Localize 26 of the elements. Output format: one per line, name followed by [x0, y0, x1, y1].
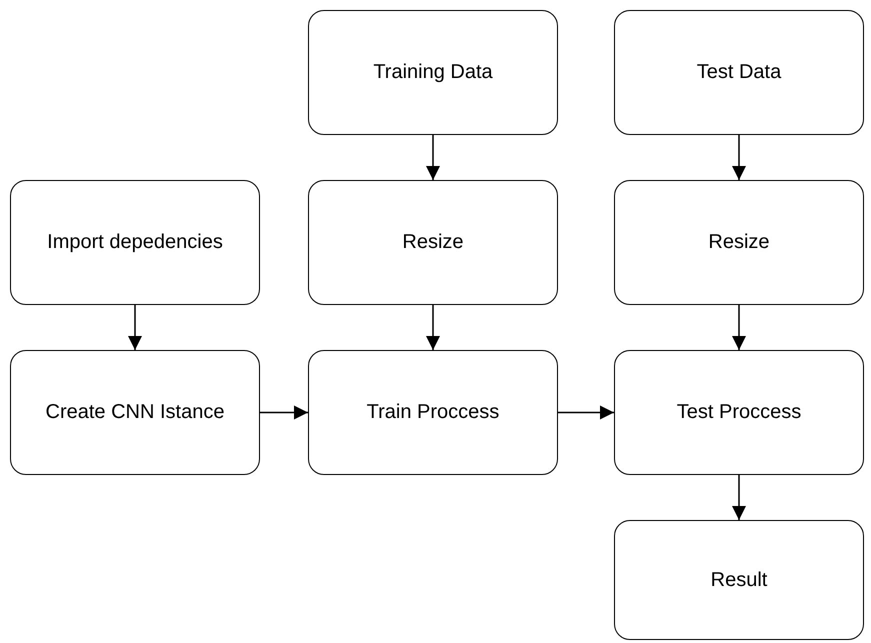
box-label: Resize — [401, 231, 465, 254]
box-label: Test Data — [696, 61, 782, 84]
box-label: Result — [710, 568, 768, 592]
process-box — [10, 350, 260, 475]
arrow — [732, 475, 746, 520]
process-box — [614, 520, 864, 640]
process-box — [308, 180, 558, 305]
process-box — [308, 350, 558, 475]
process-box — [10, 180, 260, 305]
process-box — [614, 350, 864, 475]
process-box — [308, 10, 558, 135]
arrow — [128, 305, 142, 350]
box-label: Train Proccess — [366, 401, 500, 424]
arrow — [260, 406, 308, 420]
process-box — [614, 10, 864, 135]
box-label: Import depedencies — [46, 231, 224, 254]
box-label: Training Data — [372, 61, 494, 84]
box-label: Create CNN Istance — [44, 401, 226, 424]
arrow — [426, 305, 440, 350]
arrow — [558, 406, 614, 420]
arrow — [426, 135, 440, 180]
arrow — [732, 135, 746, 180]
process-box — [614, 180, 864, 305]
arrow — [732, 305, 746, 350]
box-label: Test Proccess — [676, 401, 802, 424]
box-label: Resize — [707, 231, 771, 254]
